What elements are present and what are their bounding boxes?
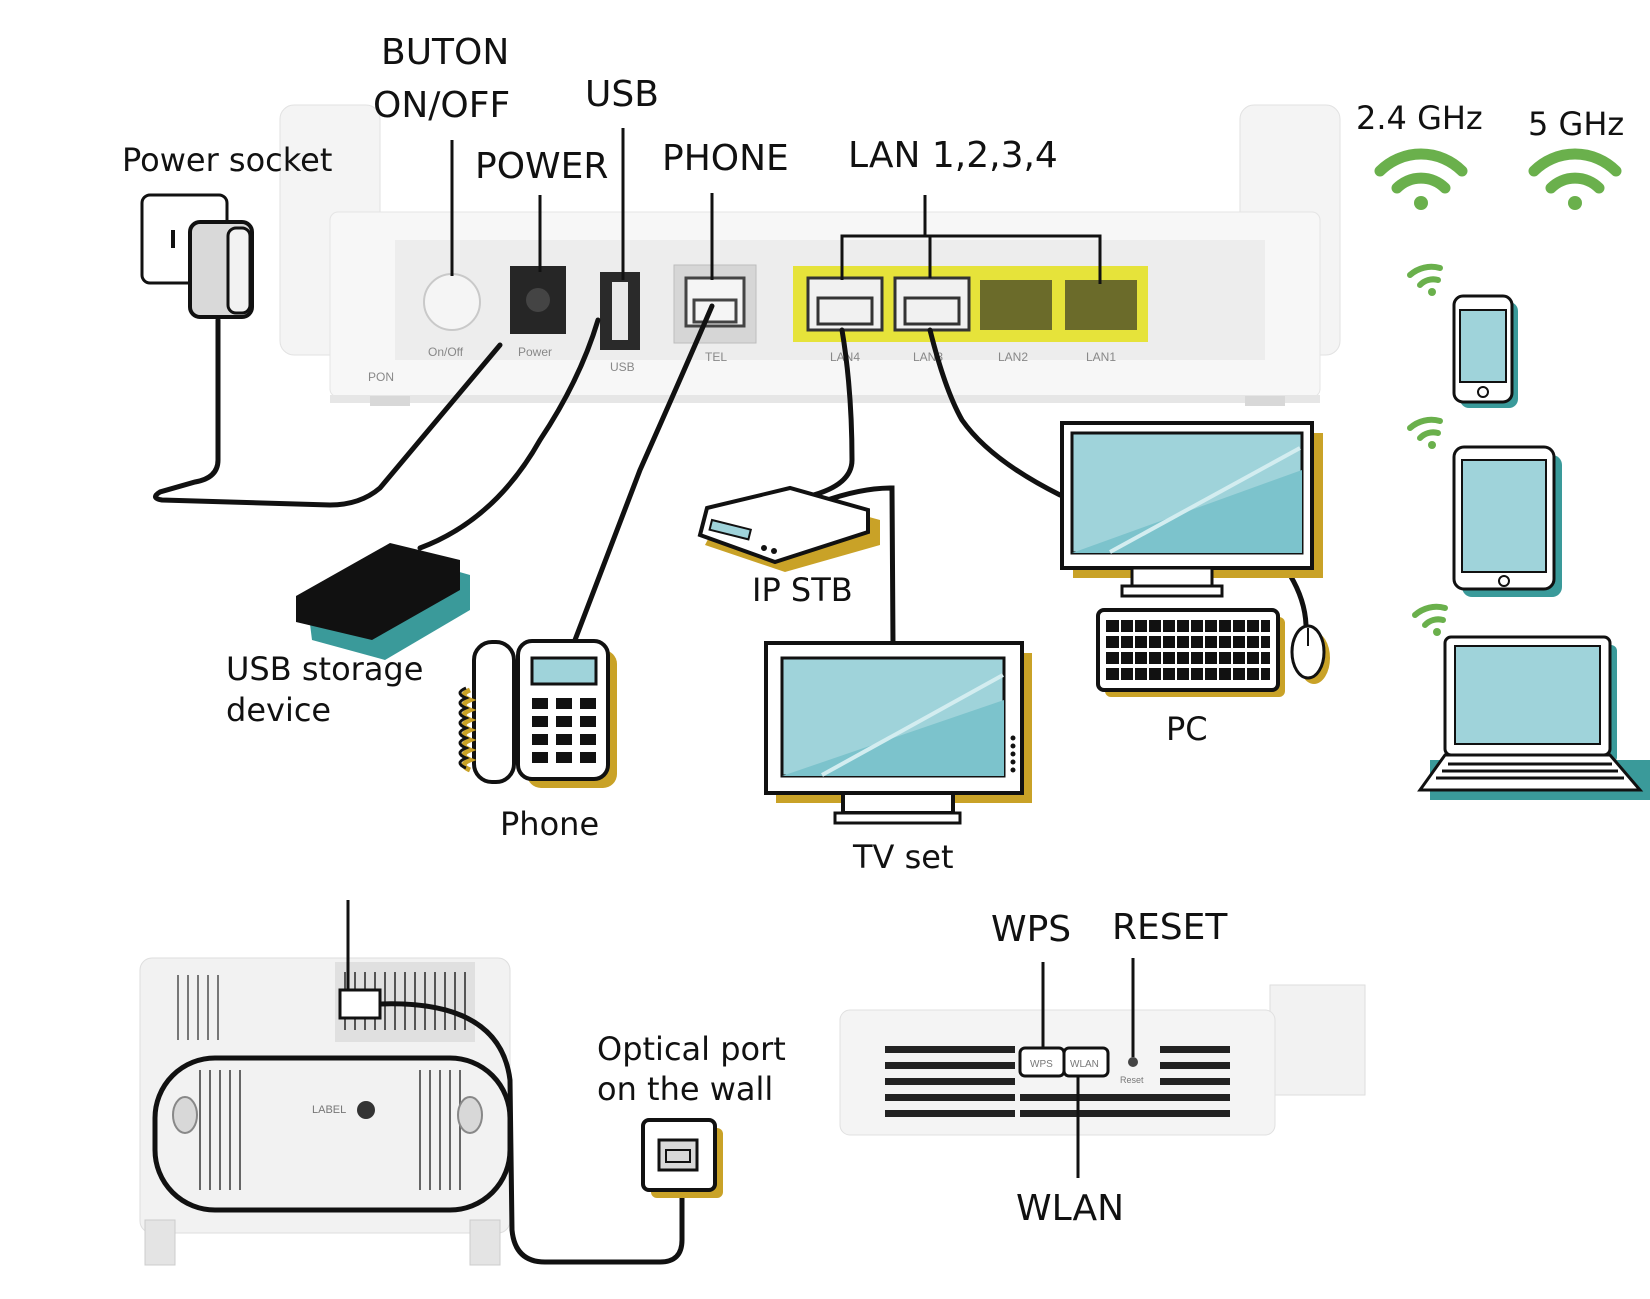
pc-label: PC — [1166, 710, 1208, 748]
router-rear: PON On/Off Power USB TEL LAN4 LAN3 LAN2 … — [279, 104, 1341, 406]
lan4-port — [806, 276, 884, 332]
router-bottom-view: LABEL — [139, 957, 513, 1266]
optical-wall-port — [641, 1118, 723, 1198]
wifi-24ghz-label: 2.4 GHz — [1356, 99, 1483, 137]
rear-tel-label: TEL — [705, 350, 727, 364]
desk-phone — [458, 639, 617, 788]
buton-label-line1: BUTON — [381, 32, 510, 73]
onoff-button — [423, 273, 481, 331]
callout-lines — [450, 128, 1102, 284]
wlan-button — [1062, 1046, 1110, 1078]
wifi-laptop-icon — [1412, 603, 1448, 636]
ip-stb-label: IP STB — [752, 571, 853, 609]
rear-usb-label: USB — [610, 360, 635, 374]
phone-port-label: PHONE — [662, 138, 789, 179]
power-socket-label: Power socket — [122, 141, 333, 179]
rear-lan2-label: LAN2 — [998, 350, 1028, 364]
phone-handset — [472, 640, 516, 784]
wlan-label: WLAN — [1016, 1188, 1125, 1229]
rear-lan1-label: LAN1 — [1086, 350, 1116, 364]
side-callout-lines — [1041, 958, 1135, 1178]
wps-label: WPS — [991, 909, 1072, 950]
lan1-port — [1065, 280, 1137, 330]
tablet — [1452, 445, 1562, 597]
usb-storage-device — [296, 543, 470, 660]
smartphone — [1452, 294, 1518, 408]
tv-set — [764, 641, 1032, 825]
reset-label: RESET — [1112, 907, 1228, 948]
usb-storage-label-line1: USB storage — [226, 650, 424, 688]
phone-screen — [530, 656, 598, 686]
usb-label: USB — [585, 74, 659, 115]
wifi-24ghz-icon — [1374, 148, 1468, 210]
usb-storage-label-line2: device — [226, 691, 332, 729]
side-wlan-label: WLAN — [1070, 1059, 1099, 1070]
wifi-5ghz-label: 5 GHz — [1528, 105, 1625, 143]
bottom-label-text: LABEL — [312, 1104, 346, 1116]
ip-stb — [697, 485, 880, 572]
wifi-tablet-icon — [1407, 416, 1443, 449]
reset-pinhole — [1128, 1057, 1138, 1067]
optical-port-label-line2: on the wall — [597, 1070, 774, 1108]
pc-mouse — [1290, 624, 1326, 680]
wifi-phone-icon — [1407, 263, 1443, 296]
router-side-view: WPS WLAN Reset — [839, 984, 1366, 1136]
wifi-5ghz-icon — [1528, 148, 1622, 210]
tv-set-label: TV set — [853, 838, 954, 876]
side-wps-label: WPS — [1030, 1059, 1053, 1070]
optical-port-label-line1: Optical port — [597, 1030, 786, 1068]
side-reset-label: Reset — [1120, 1075, 1144, 1085]
pc — [1060, 421, 1330, 697]
laptop — [1417, 635, 1650, 800]
lan-label: LAN 1,2,3,4 — [848, 135, 1058, 176]
power-label: POWER — [475, 146, 609, 187]
power-socket — [140, 193, 254, 319]
phone-label: Phone — [500, 805, 600, 843]
pon-connector — [338, 988, 382, 1020]
buton-label-line2: ON/OFF — [373, 85, 511, 126]
optical-cable — [379, 1001, 685, 1265]
lan2-port — [980, 280, 1052, 330]
rear-power-label: Power — [518, 345, 552, 359]
rear-onoff-label: On/Off — [428, 345, 464, 359]
rear-pon-label: PON — [368, 370, 394, 384]
lan3-port — [893, 276, 971, 332]
